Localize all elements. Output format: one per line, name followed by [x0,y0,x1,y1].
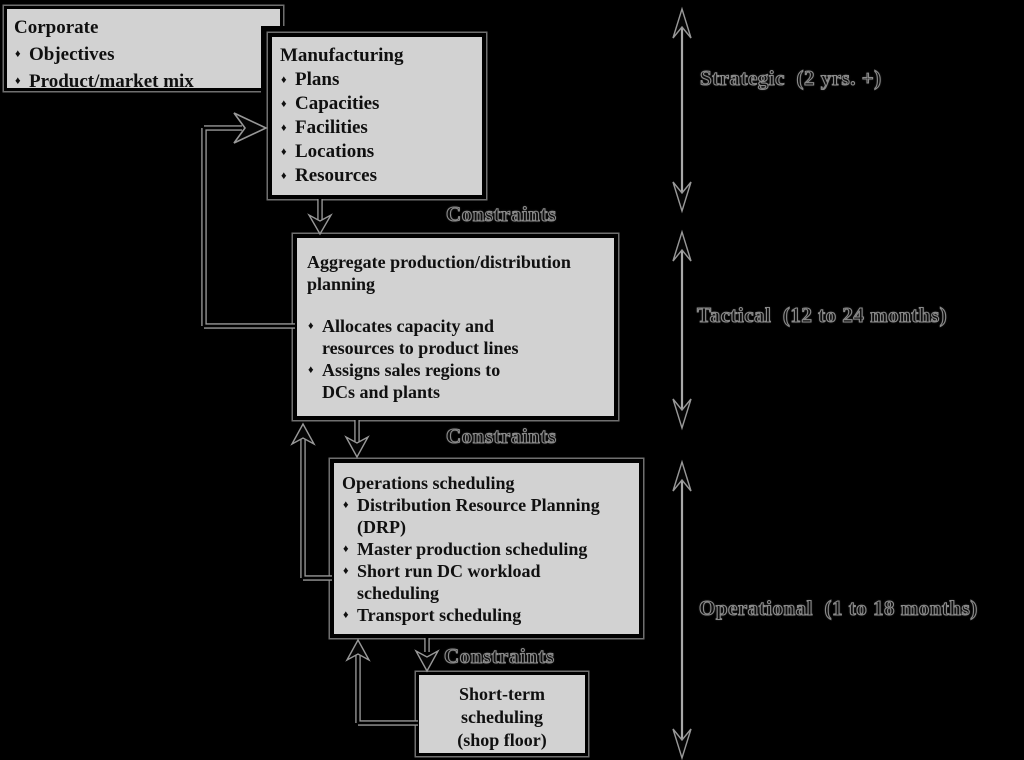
bullet-icon: ♦ [15,48,21,60]
arrow-operations-to-aggregate [290,422,332,581]
list-item: ♦ Distribution Resource Planning (DRP) [343,495,600,537]
list-item: ♦ Objectives [14,41,276,68]
operational-timespan-arrow [672,459,692,760]
list-item: ♦ Capacities [281,93,380,114]
arrow-manufacturing-to-aggregate [307,199,333,236]
aggregate-planning-box: Aggregate production/distribution planni… [293,234,618,420]
arrow-short-term-to-operations [345,638,418,726]
bullet-icon: ♦ [308,320,314,332]
spacer [307,295,608,315]
list-item: ♦ Plans [281,69,340,90]
short-term-scheduling-box-title: Short-term scheduling (shop floor) [457,684,547,750]
list-item: ♦ Short run DC workload scheduling [343,561,541,603]
bullet-icon: ♦ [343,565,349,577]
list-item: ♦ Allocates capacity and resources to pr… [308,316,519,358]
short-term-scheduling-box: Short-term scheduling (shop floor) [416,672,588,756]
list-item: ♦ Facilities [281,117,368,138]
strategic-horizon-label: Strategic (2 yrs. +) [699,65,882,90]
manufacturing-box: Manufacturing ♦ Plans ♦ Capacities ♦ Fac… [268,33,486,199]
strategic-timespan-arrow [672,6,692,214]
list-item: ♦ Locations [281,141,375,162]
list-item: ♦ Master production scheduling [343,539,588,559]
manufacturing-box-title: Manufacturing [280,45,404,66]
operations-scheduling-box: Operations scheduling ♦ Distribution Res… [330,459,643,638]
arrow-operations-to-short-term [414,638,440,673]
bullet-icon: ♦ [281,146,287,158]
list-item: ♦ Transport scheduling [343,605,522,625]
aggregate-planning-box-title: Aggregate production/distribution planni… [307,252,571,294]
bullet-icon: ♦ [281,74,287,86]
operations-scheduling-box-title: Operations scheduling [342,473,515,493]
list-item: ♦ Resources [281,165,377,186]
constraints-label-2: Constraints [445,423,557,448]
constraints-label-3: Constraints [443,643,555,668]
bullet-icon: ♦ [281,122,287,134]
bullet-icon: ♦ [281,170,287,182]
bullet-icon: ♦ [343,499,349,511]
tactical-horizon-label: Tactical (12 to 24 months) [696,302,948,327]
bullet-icon: ♦ [15,75,21,87]
operational-horizon-label: Operational (1 to 18 months) [698,595,978,620]
tactical-timespan-arrow [672,229,692,431]
corporate-box: Corporate ♦ Objectives ♦ Product/market … [4,6,283,92]
corporate-box-title: Corporate [14,17,99,38]
bullet-icon: ♦ [343,543,349,555]
arrow-aggregate-to-operations [344,420,370,459]
list-item: ♦ Assigns sales regions to DCs and plant… [308,360,501,402]
bullet-icon: ♦ [281,98,287,110]
list-item: ♦ Product/market mix [14,68,276,95]
bullet-icon: ♦ [343,609,349,621]
bullet-icon: ♦ [308,364,314,376]
constraints-label-1: Constraints [445,201,557,226]
